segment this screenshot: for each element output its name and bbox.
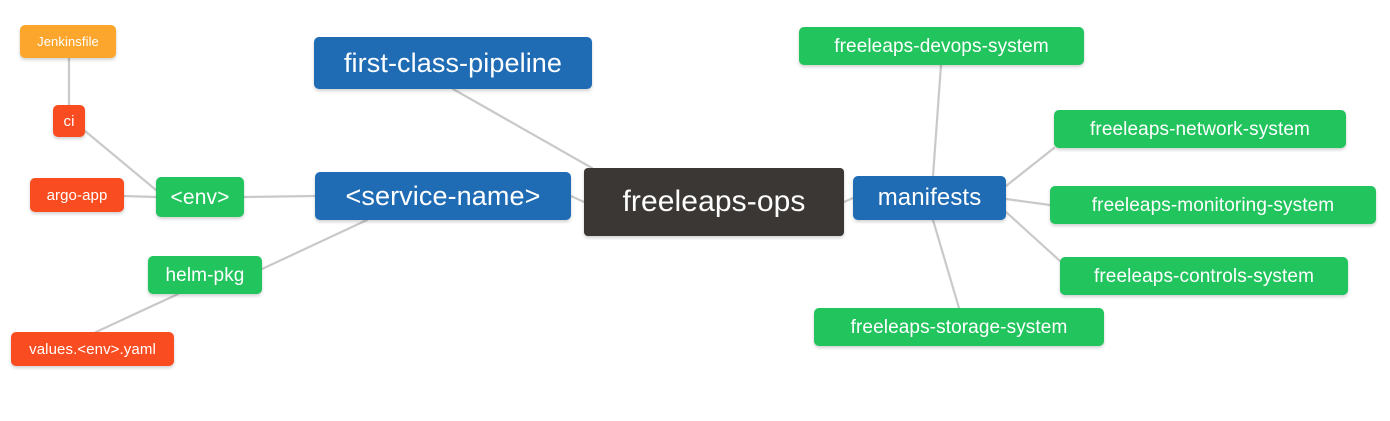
node-label: manifests <box>877 184 982 211</box>
node-label: Jenkinsfile <box>37 34 99 49</box>
node-jenkinsfile[interactable]: Jenkinsfile <box>20 25 116 58</box>
node-argo-app[interactable]: argo-app <box>30 178 124 212</box>
edge-env-to-ci <box>83 129 158 192</box>
node-freeleaps-network-system[interactable]: freeleaps-network-system <box>1054 110 1346 148</box>
node-label: freeleaps-monitoring-system <box>1091 194 1335 216</box>
node-label: <env> <box>170 185 230 209</box>
node-label: freeleaps-controls-system <box>1093 265 1315 287</box>
edge-manifests-to-freeleaps-controls-system <box>1004 210 1062 263</box>
edge-service-name-to-helm-pkg <box>260 218 369 271</box>
edge-service-name-to-env <box>242 194 317 199</box>
node-label: freeleaps-ops <box>622 185 806 218</box>
node-service-name[interactable]: <service-name> <box>315 172 571 220</box>
edge-freeleaps-ops-to-first-class-pipeline <box>451 87 594 170</box>
node-manifests[interactable]: manifests <box>853 176 1006 220</box>
node-label: argo-app <box>46 186 108 204</box>
node-freeleaps-monitoring-system[interactable]: freeleaps-monitoring-system <box>1050 186 1376 224</box>
node-first-class-pipeline[interactable]: first-class-pipeline <box>314 37 592 89</box>
node-env[interactable]: <env> <box>156 177 244 217</box>
node-label: <service-name> <box>345 180 541 211</box>
edge-manifests-to-freeleaps-devops-system <box>931 63 943 178</box>
edge-manifests-to-freeleaps-network-system <box>1004 146 1056 188</box>
node-label: values.<env>.yaml <box>29 340 156 358</box>
node-freeleaps-devops-system[interactable]: freeleaps-devops-system <box>799 27 1084 65</box>
node-label: helm-pkg <box>165 264 245 286</box>
node-label: freeleaps-devops-system <box>834 35 1049 57</box>
node-freeleaps-controls-system[interactable]: freeleaps-controls-system <box>1060 257 1348 295</box>
node-label: freeleaps-storage-system <box>850 316 1068 338</box>
node-label: first-class-pipeline <box>343 47 563 78</box>
edge-freeleaps-ops-to-service-name <box>569 194 586 204</box>
edge-helm-pkg-to-values-env-yaml <box>94 292 180 334</box>
node-label: freeleaps-network-system <box>1090 118 1310 140</box>
edge-manifests-to-freeleaps-monitoring-system <box>1004 197 1052 207</box>
edge-freeleaps-ops-to-manifests <box>842 196 855 204</box>
edge-env-to-argo-app <box>122 194 158 199</box>
node-label: ci <box>63 112 75 130</box>
node-values-env-yaml[interactable]: values.<env>.yaml <box>11 332 174 366</box>
node-helm-pkg[interactable]: helm-pkg <box>148 256 262 294</box>
edge-manifests-to-freeleaps-storage-system <box>931 218 961 310</box>
node-ci[interactable]: ci <box>53 105 85 137</box>
node-freeleaps-storage-system[interactable]: freeleaps-storage-system <box>814 308 1104 346</box>
node-freeleaps-ops[interactable]: freeleaps-ops <box>584 168 844 236</box>
